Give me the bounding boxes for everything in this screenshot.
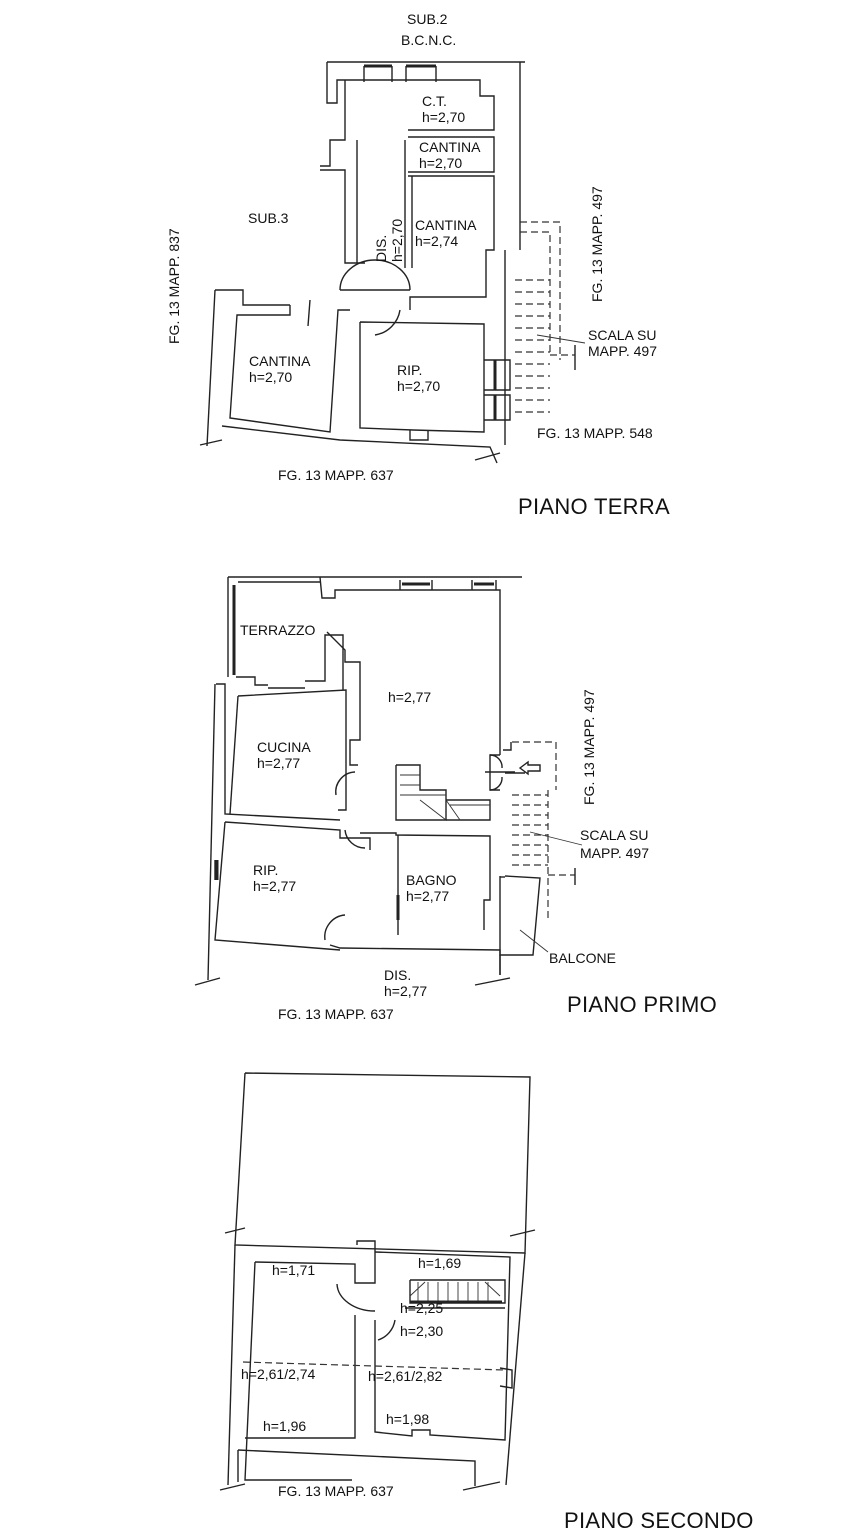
room-cantina-1-height: h=2,70 bbox=[419, 155, 463, 171]
fg-497-label: FG. 13 MAPP. 497 bbox=[581, 689, 597, 805]
room-bagno-height: h=2,77 bbox=[406, 888, 450, 904]
piano-terra-walls bbox=[199, 61, 586, 464]
height-230: h=2,30 bbox=[400, 1323, 444, 1339]
room-bagno-label: BAGNO bbox=[406, 872, 457, 888]
fg-637-label: FG. 13 MAPP. 637 bbox=[278, 467, 394, 483]
bcnc-label: B.C.N.C. bbox=[401, 32, 457, 48]
room-soggiorno-height: h=2,77 bbox=[388, 689, 432, 705]
room-dis-label: DIS. bbox=[373, 234, 389, 262]
fg-837-label: FG. 13 MAPP. 837 bbox=[166, 228, 182, 344]
room-rip-label: RIP. bbox=[253, 862, 279, 878]
scala-label-2: MAPP. 497 bbox=[588, 343, 658, 359]
piano-secondo-walls bbox=[219, 1072, 536, 1491]
room-cantina-1-label: CANTINA bbox=[419, 139, 481, 155]
height-196: h=1,96 bbox=[263, 1418, 307, 1434]
room-ct-height: h=2,70 bbox=[422, 109, 466, 125]
room-dis-height: h=2,77 bbox=[384, 983, 428, 999]
fg-637-label: FG. 13 MAPP. 637 bbox=[278, 1483, 394, 1499]
fg-548-label: FG. 13 MAPP. 548 bbox=[537, 425, 653, 441]
room-cantina-2-height: h=2,74 bbox=[415, 233, 459, 249]
height-right-mid: h=2,61/2,82 bbox=[368, 1368, 443, 1384]
room-cantina-3-height: h=2,70 bbox=[249, 369, 293, 385]
room-cantina-2-label: CANTINA bbox=[415, 217, 477, 233]
sub3-label: SUB.3 bbox=[248, 210, 289, 226]
room-cucina-height: h=2,77 bbox=[257, 755, 301, 771]
room-cucina-label: CUCINA bbox=[257, 739, 311, 755]
height-left-mid: h=2,61/2,74 bbox=[241, 1366, 316, 1382]
height-171: h=1,71 bbox=[272, 1262, 316, 1278]
piano-primo-title: PIANO PRIMO bbox=[567, 992, 717, 1017]
room-dis-height: h=2,70 bbox=[389, 218, 405, 262]
room-dis-label: DIS. bbox=[384, 967, 412, 983]
piano-primo-walls bbox=[194, 576, 583, 986]
room-rip-label: RIP. bbox=[397, 362, 423, 378]
fg-637-label: FG. 13 MAPP. 637 bbox=[278, 1006, 394, 1022]
sub2-label: SUB.2 bbox=[407, 11, 448, 27]
height-225: h=2,25 bbox=[400, 1300, 444, 1316]
room-rip-height: h=2,77 bbox=[253, 878, 297, 894]
piano-terra-title: PIANO TERRA bbox=[518, 494, 671, 519]
height-198: h=1,98 bbox=[386, 1411, 430, 1427]
balcone-label: BALCONE bbox=[549, 950, 616, 966]
room-terrazzo-label: TERRAZZO bbox=[240, 622, 316, 638]
height-169: h=1,69 bbox=[418, 1255, 462, 1271]
room-ct-label: C.T. bbox=[422, 93, 447, 109]
piano-secondo-title: PIANO SECONDO bbox=[564, 1508, 754, 1533]
scala-label-1: SCALA SU bbox=[588, 327, 657, 343]
room-rip-height: h=2,70 bbox=[397, 378, 441, 394]
room-cantina-3-label: CANTINA bbox=[249, 353, 311, 369]
scala-label-2: MAPP. 497 bbox=[580, 845, 650, 861]
fg-497-label: FG. 13 MAPP. 497 bbox=[589, 186, 605, 302]
scala-label-1: SCALA SU bbox=[580, 827, 649, 843]
